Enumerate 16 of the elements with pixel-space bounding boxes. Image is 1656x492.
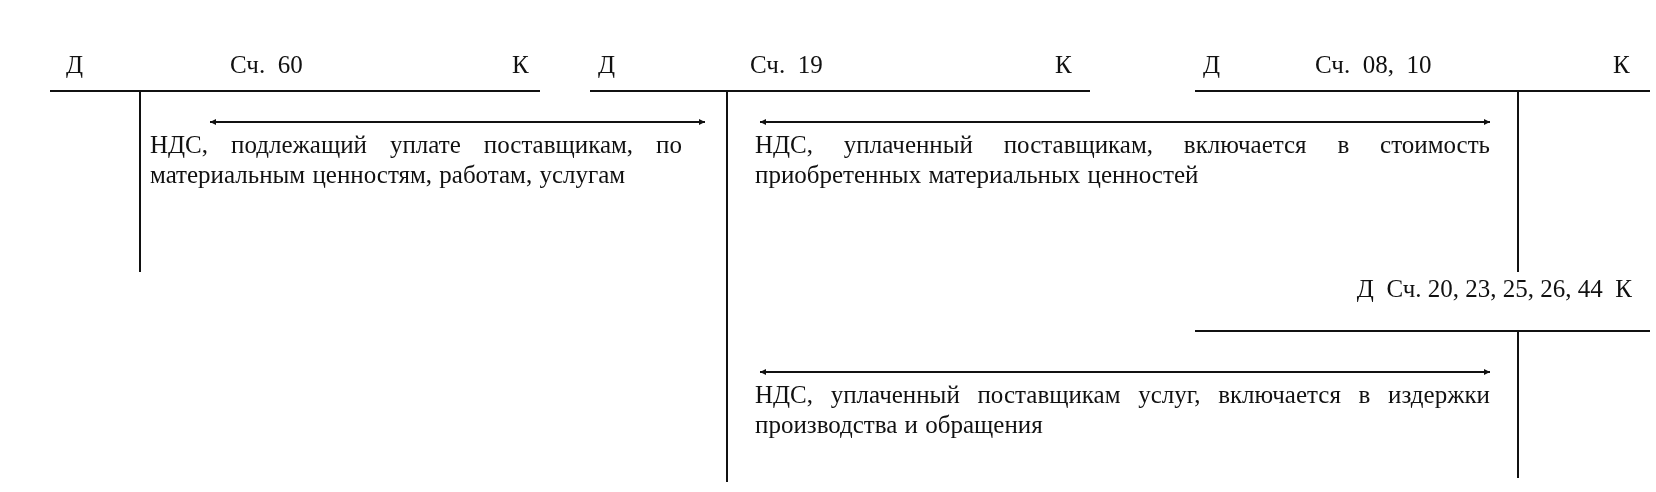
account-title: Сч. 60 <box>230 50 303 80</box>
edge-label: НДС, подлежащий уплате поставщикам, по материальным ценностям, работам, услугам <box>150 130 682 190</box>
credit-label: К <box>1613 50 1630 80</box>
double-arrow <box>759 369 1491 375</box>
debit-label: Д <box>66 50 84 80</box>
account-title: Сч. 08, 10 <box>1315 50 1432 80</box>
credit-label: К <box>1055 50 1072 80</box>
edge-label: НДС, уплаченный поставщикам, включается в стоимость приобретенных материальных ценностей <box>755 130 1490 190</box>
account-title: Д Сч. 20, 23, 25, 26, 44 К <box>1356 274 1632 304</box>
double-arrow <box>759 119 1491 125</box>
account-title: Сч. 19 <box>750 50 823 80</box>
credit-label: К <box>512 50 529 80</box>
edge-label: НДС, уплаченный поставщикам услуг, включается в издержки производства и обращения <box>755 380 1490 440</box>
debit-label: Д <box>598 50 616 80</box>
debit-label: Д <box>1203 50 1221 80</box>
double-arrow <box>209 119 706 125</box>
